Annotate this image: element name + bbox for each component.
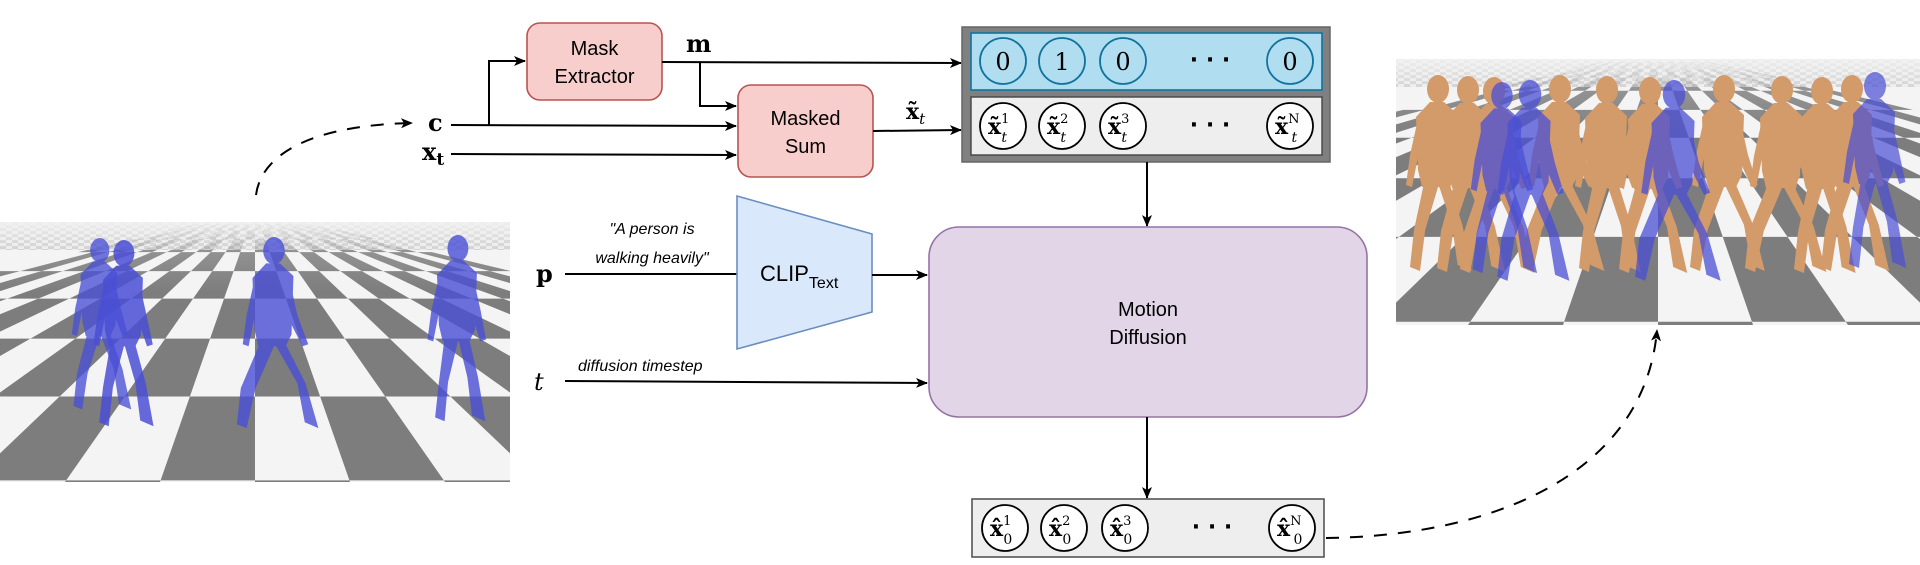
floor-tile (1396, 178, 1435, 201)
floor-tile (450, 396, 510, 454)
output-motion-render (1396, 59, 1920, 565)
floor-tile (633, 480, 940, 565)
mask-sequence: 0 1 0 0 · · · (979, 37, 1314, 85)
floor-tile (1468, 321, 1565, 325)
mask-value: 0 (1115, 48, 1130, 76)
mask-token: 0 (1266, 37, 1314, 85)
condition-branch-line (488, 56, 526, 125)
masked-sum-label-line1: Masked (770, 108, 840, 130)
condition-line (450, 120, 737, 131)
masked-sum-block[interactable]: Masked Sum (737, 84, 874, 178)
floor-tile (320, 396, 444, 481)
floor-tile (124, 338, 211, 397)
floor-tile (534, 299, 704, 339)
timestep-symbol: t (534, 368, 544, 396)
human-figure (1843, 72, 1907, 268)
human-figure (1497, 80, 1570, 281)
prompt-text-line2: walking heavily" (595, 250, 710, 267)
input-motion-render (0, 222, 940, 565)
mask-extractor-block[interactable]: Mask Extractor (526, 22, 663, 101)
output-dashed-arrow (1325, 329, 1662, 539)
mask-token: 0 (1099, 37, 1147, 85)
mask-value: 0 (1282, 48, 1297, 76)
human-figure (93, 240, 154, 427)
floor-tile (581, 396, 822, 480)
floor-tile (1461, 445, 1658, 565)
floor-tile (1658, 321, 1753, 325)
clip-text-encoder[interactable]: CLIPText (736, 194, 873, 351)
condition-symbol: c (428, 108, 443, 137)
mask-value: 0 (995, 48, 1010, 76)
mask-extractor-label-line1: Mask (571, 38, 620, 60)
masked-output-line (872, 125, 962, 136)
clip-label: CLIPText (760, 261, 839, 292)
ellipsis: · · · (1190, 113, 1230, 138)
noisy-motion-line (450, 149, 737, 160)
ellipsis: · · · (1192, 515, 1232, 540)
blue-keyframe-figures (71, 235, 487, 429)
motion-diffusion-label-line2: Diffusion (1109, 327, 1186, 349)
mask-branch-line (699, 62, 737, 111)
floor-tile (471, 298, 510, 315)
ellipsis: · · · (1190, 48, 1230, 73)
floor-tile (0, 298, 70, 332)
timestep-label: diffusion timestep (578, 358, 703, 375)
mask-token: 1 (1038, 37, 1086, 85)
generated-motion-figures (1406, 72, 1907, 281)
mask-extractor-label-line2: Extractor (554, 66, 634, 88)
floor-tile (1396, 137, 1412, 144)
mask-token: 0 (979, 37, 1027, 85)
floor-tile (0, 298, 8, 302)
mask-symbol: m (686, 29, 711, 58)
floor-tile (255, 480, 351, 482)
human-figure (236, 237, 319, 429)
prompt-text-line1: "A person is (609, 221, 694, 238)
floor-tile (210, 298, 255, 339)
floor-tile (64, 480, 161, 482)
prompt-symbol: p (536, 259, 553, 288)
mask-value: 1 (1054, 48, 1069, 76)
floor-tile (347, 298, 435, 339)
noisy-motion-symbol: xt (422, 137, 444, 170)
floor-tile (1845, 321, 1920, 325)
masked-sum-label-line2: Sum (785, 136, 826, 158)
masked-output-symbol: x̃t (906, 99, 926, 128)
floor-tile (0, 396, 125, 481)
motion-diffusion-block[interactable]: Motion Diffusion (928, 226, 1368, 418)
floor-tile (443, 480, 510, 482)
timestep-line (564, 377, 928, 388)
human-figure (1635, 80, 1721, 281)
floor-tile (1396, 236, 1399, 239)
motion-diffusion-label-line1: Motion (1118, 299, 1178, 321)
human-figure (427, 235, 487, 422)
floor-tile (160, 396, 255, 481)
floor-tile (0, 338, 31, 357)
floor-tile (1794, 445, 1920, 565)
floor-tile (344, 338, 451, 397)
mask-line (661, 57, 962, 68)
condition-dashed-arrow (255, 118, 413, 196)
